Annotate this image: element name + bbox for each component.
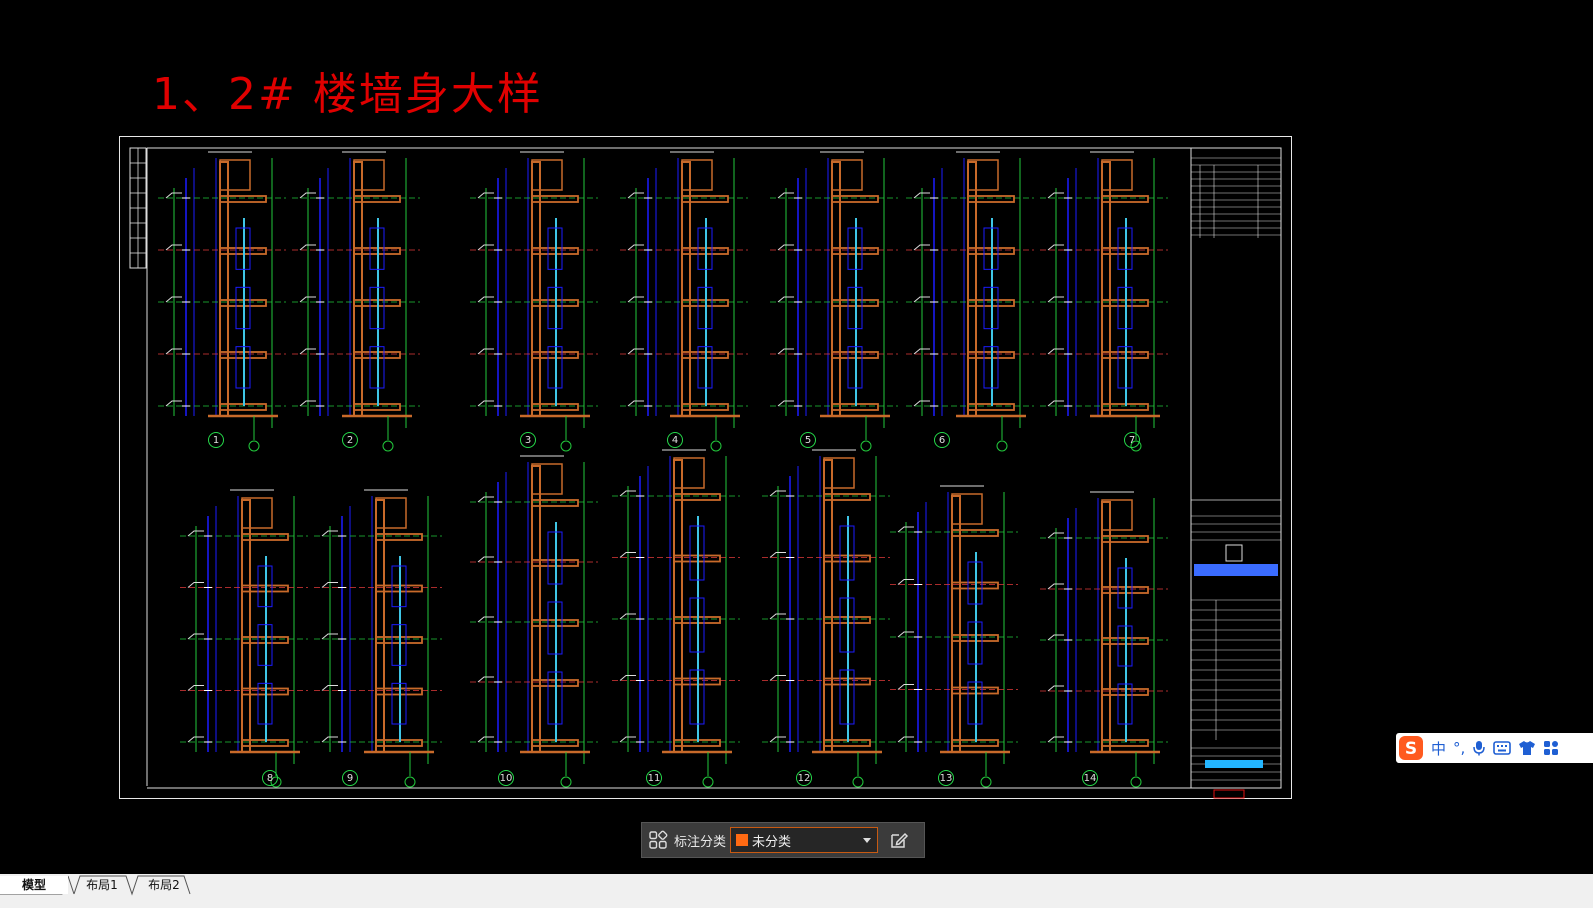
detail-number-6: 6 <box>934 432 950 448</box>
sogou-logo-icon[interactable]: S <box>1398 735 1424 761</box>
detail-number-8: 8 <box>262 770 278 786</box>
tab-layout1[interactable]: 布局1 <box>86 878 118 892</box>
wall-section-r2-4 <box>612 449 740 788</box>
detail-number-14: 14 <box>1082 770 1098 786</box>
wall-section-r2-6 <box>890 485 1018 788</box>
wall-section-drawings <box>129 147 1168 788</box>
annotation-category-select[interactable]: 未分类 <box>730 827 879 853</box>
wall-section-r1-1 <box>158 151 286 452</box>
detail-number-10: 10 <box>498 770 514 786</box>
tab-model[interactable]: 模型 <box>0 876 68 894</box>
ime-punct-toggle[interactable]: °, <box>1453 739 1466 757</box>
annotation-category-label: 标注分类 <box>674 834 727 850</box>
detail-number-5: 5 <box>800 432 816 448</box>
left-legend-table <box>129 147 148 786</box>
detail-number-1: 1 <box>208 432 224 448</box>
layout-tab-bar: 模型 布局1 布局2 <box>0 874 1593 908</box>
wall-section-r2-1 <box>180 489 308 788</box>
annotation-category-value: 未分类 <box>752 834 792 850</box>
ime-toolbar: S 中 °, <box>1396 733 1593 763</box>
category-color-swatch <box>736 834 749 846</box>
wall-section-r2-3 <box>470 455 598 788</box>
detail-number-3: 3 <box>520 432 536 448</box>
detail-number-4: 4 <box>667 432 683 448</box>
detail-number-13: 13 <box>938 770 954 786</box>
detail-number-7: 7 <box>1124 432 1140 448</box>
annotation-category-toolbar: 标注分类 未分类 <box>641 822 925 858</box>
wall-section-r1-6 <box>906 151 1034 452</box>
wall-section-r1-2 <box>292 151 420 452</box>
keyboard-icon[interactable] <box>1493 741 1512 755</box>
mic-icon[interactable] <box>1472 740 1486 756</box>
wall-section-r2-7 <box>1040 491 1168 788</box>
detail-number-2: 2 <box>342 432 358 448</box>
category-grid-icon[interactable] <box>642 823 674 857</box>
detail-number-12: 12 <box>796 770 812 786</box>
detail-number-9: 9 <box>342 770 358 786</box>
title-block <box>147 147 1282 799</box>
shirt-icon[interactable] <box>1518 740 1536 756</box>
wall-section-r1-7 <box>1040 151 1168 452</box>
detail-number-11: 11 <box>646 770 662 786</box>
chevron-down-icon <box>863 838 872 843</box>
drawing-title: 1、2# 楼墙身大样 <box>152 69 543 120</box>
wall-section-r2-2 <box>314 489 442 788</box>
wall-section-r1-3 <box>470 151 598 452</box>
edit-annotation-icon[interactable] <box>882 823 916 857</box>
sheet-frame <box>119 136 1292 799</box>
wall-section-r1-4 <box>620 151 748 452</box>
tab-layout2[interactable]: 布局2 <box>148 878 180 892</box>
wall-section-r1-5 <box>770 151 898 452</box>
svg-text:S: S <box>1405 739 1417 759</box>
wall-section-r2-5 <box>762 449 890 788</box>
apps-grid-icon[interactable] <box>1543 740 1559 756</box>
ime-mode-toggle[interactable]: 中 <box>1431 739 1447 758</box>
